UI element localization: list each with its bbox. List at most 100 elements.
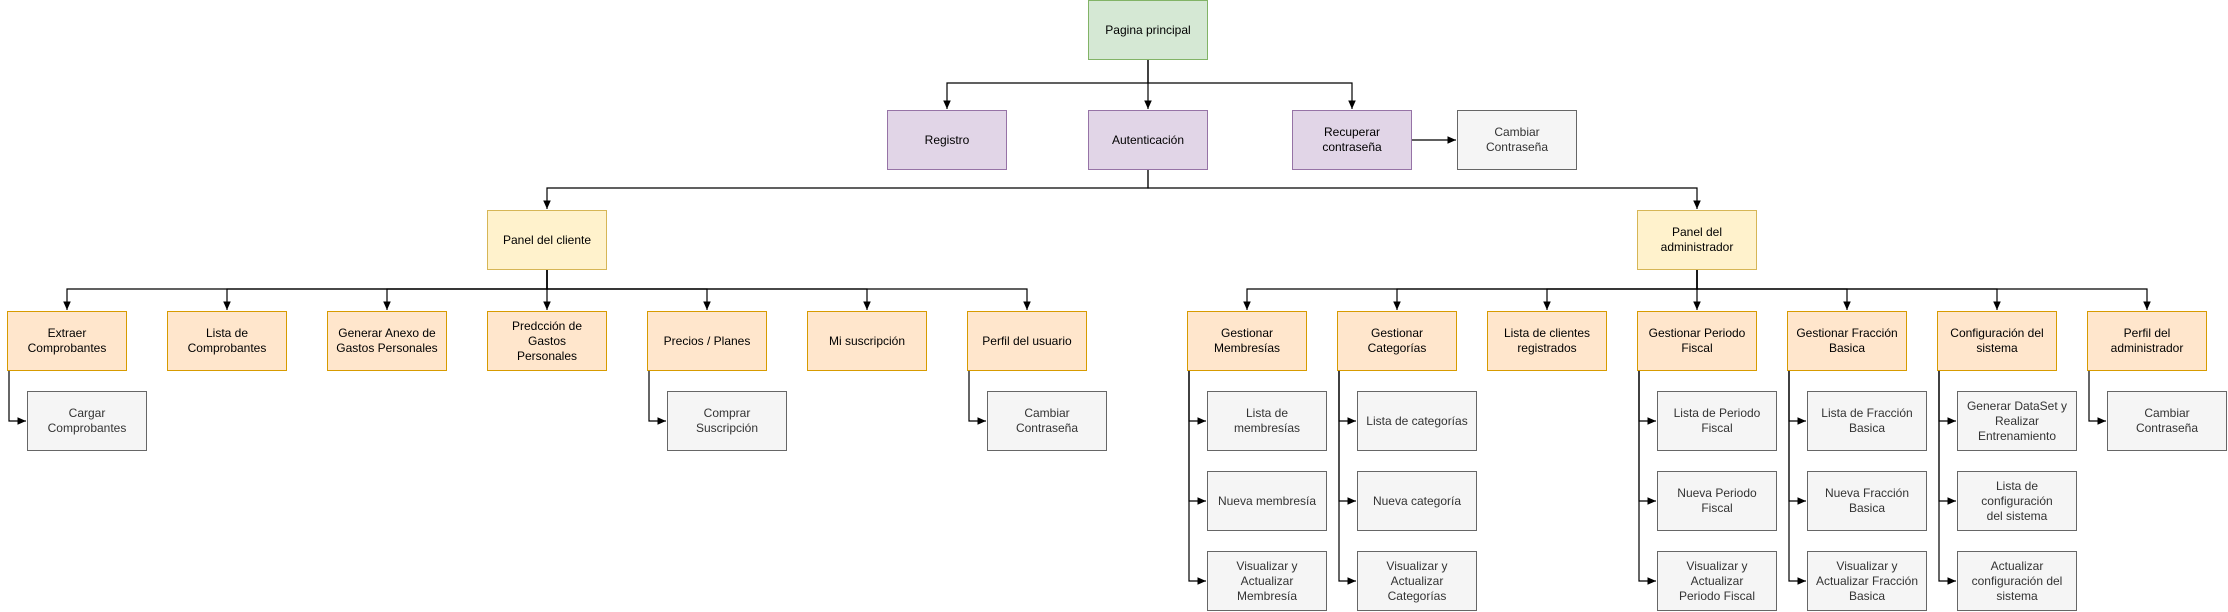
- node-label: Visualizar y Actualizar Periodo Fiscal: [1678, 558, 1756, 603]
- node-lista-comp: Lista de Comprobantes: [167, 311, 287, 371]
- edge-extraer-to-cargar: [8, 371, 26, 425]
- node-mem-lista: Lista de membresías: [1207, 391, 1327, 451]
- node-extraer: Extraer Comprobantes: [7, 311, 127, 371]
- node-fra-lista: Lista de Fracción Basica: [1807, 391, 1927, 451]
- edge-config-to-cfg-lista: [1938, 371, 1956, 505]
- edge-categorias-to-cat-nueva: [1338, 371, 1356, 505]
- node-cfg-lista: Lista de configuración del sistema: [1957, 471, 2077, 531]
- node-label: Autenticación: [1111, 132, 1185, 147]
- edge-panel-cliente-to-precios: [546, 270, 711, 310]
- edge-home-to-recuperar: [1147, 60, 1356, 109]
- node-cfg-act: Actualizar configuración del sistema: [1957, 551, 2077, 611]
- node-label: Gestionar Membresías: [1213, 326, 1281, 355]
- node-label: Registro: [924, 132, 970, 147]
- node-precios: Precios / Planes: [647, 311, 767, 371]
- edge-panel-cliente-to-anexo: [383, 270, 548, 310]
- edge-panel-cliente-to-perfil-usuario: [546, 270, 1031, 310]
- node-label: Lista de Fracción Basica: [1821, 406, 1913, 435]
- edge-perfil-admin-to-cambiar-admin: [2088, 371, 2106, 425]
- node-label: Generar Anexo de Gastos Personales: [336, 326, 438, 355]
- node-fra-nueva: Nueva Fracción Basica: [1807, 471, 1927, 531]
- edge-panel-admin-to-membresias: [1243, 270, 1698, 310]
- node-label: Lista de categorías: [1366, 413, 1468, 428]
- node-fraccion: Gestionar Fracción Basica: [1787, 311, 1907, 371]
- node-comprar: Comprar Suscripción: [667, 391, 787, 451]
- edge-panel-admin-to-fraccion: [1696, 270, 1851, 310]
- edge-fraccion-to-fra-lista: [1788, 371, 1806, 425]
- node-label: Cambiar Contraseña: [1015, 406, 1079, 435]
- edge-config-to-cfg-dataset: [1938, 371, 1956, 425]
- node-panel-admin: Panel del administrador: [1637, 210, 1757, 270]
- node-label: Recuperar contraseña: [1322, 125, 1382, 154]
- node-label: Generar DataSet y Realizar Entrenamiento: [1966, 398, 2068, 443]
- node-cambiar-top: Cambiar Contraseña: [1457, 110, 1577, 170]
- node-label: Precios / Planes: [663, 333, 751, 348]
- node-label: Panel del cliente: [502, 232, 592, 247]
- node-label: Pagina principal: [1105, 22, 1191, 37]
- node-label: Panel del administrador: [1660, 225, 1734, 254]
- node-cat-nueva: Nueva categoría: [1357, 471, 1477, 531]
- node-label: Nueva Periodo Fiscal: [1677, 486, 1757, 515]
- node-mem-vis: Visualizar y Actualizar Membresía: [1207, 551, 1327, 611]
- node-label: Gestionar Fracción Basica: [1796, 326, 1898, 355]
- node-categorias: Gestionar Categorías: [1337, 311, 1457, 371]
- node-label: Visualizar y Actualizar Categorías: [1386, 558, 1448, 603]
- node-label: Lista de membresías: [1233, 406, 1301, 435]
- node-label: Lista de clientes registrados: [1503, 326, 1591, 355]
- edge-membresias-to-mem-lista: [1188, 371, 1206, 425]
- node-label: Nueva Fracción Basica: [1824, 486, 1910, 515]
- node-anexo: Generar Anexo de Gastos Personales: [327, 311, 447, 371]
- node-label: Lista de Periodo Fiscal: [1673, 406, 1761, 435]
- node-label: Nueva membresía: [1217, 493, 1317, 508]
- node-perfil-admin: Perfil del administrador: [2087, 311, 2207, 371]
- edge-panel-admin-to-clientes: [1543, 270, 1698, 310]
- edge-membresias-to-mem-nueva: [1188, 371, 1206, 505]
- node-registro: Registro: [887, 110, 1007, 170]
- edge-categorias-to-cat-vis: [1338, 371, 1356, 585]
- node-label: Actualizar configuración del sistema: [1971, 558, 2063, 603]
- node-auth: Autenticación: [1088, 110, 1208, 170]
- node-cat-lista: Lista de categorías: [1357, 391, 1477, 451]
- node-recuperar: Recuperar contraseña: [1292, 110, 1412, 170]
- node-label: Comprar Suscripción: [695, 406, 759, 435]
- edge-periodo-to-per-nueva: [1638, 371, 1656, 505]
- node-cat-vis: Visualizar y Actualizar Categorías: [1357, 551, 1477, 611]
- edge-periodo-to-per-vis: [1638, 371, 1656, 585]
- edge-panel-cliente-to-extraer: [63, 270, 548, 310]
- node-cargar: Cargar Comprobantes: [27, 391, 147, 451]
- node-label: Gestionar Categorías: [1367, 326, 1427, 355]
- node-label: Lista de configuración del sistema: [1981, 478, 2053, 523]
- node-cambiar-user: Cambiar Contraseña: [987, 391, 1107, 451]
- edge-periodo-to-per-lista: [1638, 371, 1656, 425]
- node-label: Cambiar Contraseña: [1485, 125, 1549, 154]
- node-label: Perfil del usuario: [982, 333, 1072, 348]
- node-panel-cliente: Panel del cliente: [487, 210, 607, 270]
- node-per-lista: Lista de Periodo Fiscal: [1657, 391, 1777, 451]
- node-mem-nueva: Nueva membresía: [1207, 471, 1327, 531]
- node-fra-vis: Visualizar y Actualizar Fracción Basica: [1807, 551, 1927, 611]
- node-membresias: Gestionar Membresías: [1187, 311, 1307, 371]
- node-label: Visualizar y Actualizar Fracción Basica: [1815, 558, 1919, 603]
- node-clientes: Lista de clientes registrados: [1487, 311, 1607, 371]
- node-cambiar-admin: Cambiar Contraseña: [2107, 391, 2227, 451]
- edge-config-to-cfg-act: [1938, 371, 1956, 585]
- node-label: Configuración del sistema: [1950, 326, 2044, 355]
- edge-panel-admin-to-perfil-admin: [1696, 270, 2151, 310]
- node-label: Mi suscripción: [828, 333, 906, 348]
- node-home: Pagina principal: [1088, 0, 1208, 60]
- edge-fraccion-to-fra-vis: [1788, 371, 1806, 585]
- edge-fraccion-to-fra-nueva: [1788, 371, 1806, 505]
- node-label: Visualizar y Actualizar Membresía: [1236, 558, 1298, 603]
- node-periodo: Gestionar Periodo Fiscal: [1637, 311, 1757, 371]
- node-label: Lista de Comprobantes: [187, 326, 267, 355]
- edge-auth-to-panel-cliente: [543, 170, 1149, 209]
- node-suscripcion: Mi suscripción: [807, 311, 927, 371]
- node-prediccion: Predcción de Gastos Personales: [487, 311, 607, 371]
- node-config: Configuración del sistema: [1937, 311, 2057, 371]
- edge-precios-to-comprar: [648, 371, 666, 425]
- node-label: Predcción de Gastos Personales: [511, 318, 583, 363]
- edge-perfil-usuario-to-cambiar-user: [968, 371, 986, 425]
- node-per-vis: Visualizar y Actualizar Periodo Fiscal: [1657, 551, 1777, 611]
